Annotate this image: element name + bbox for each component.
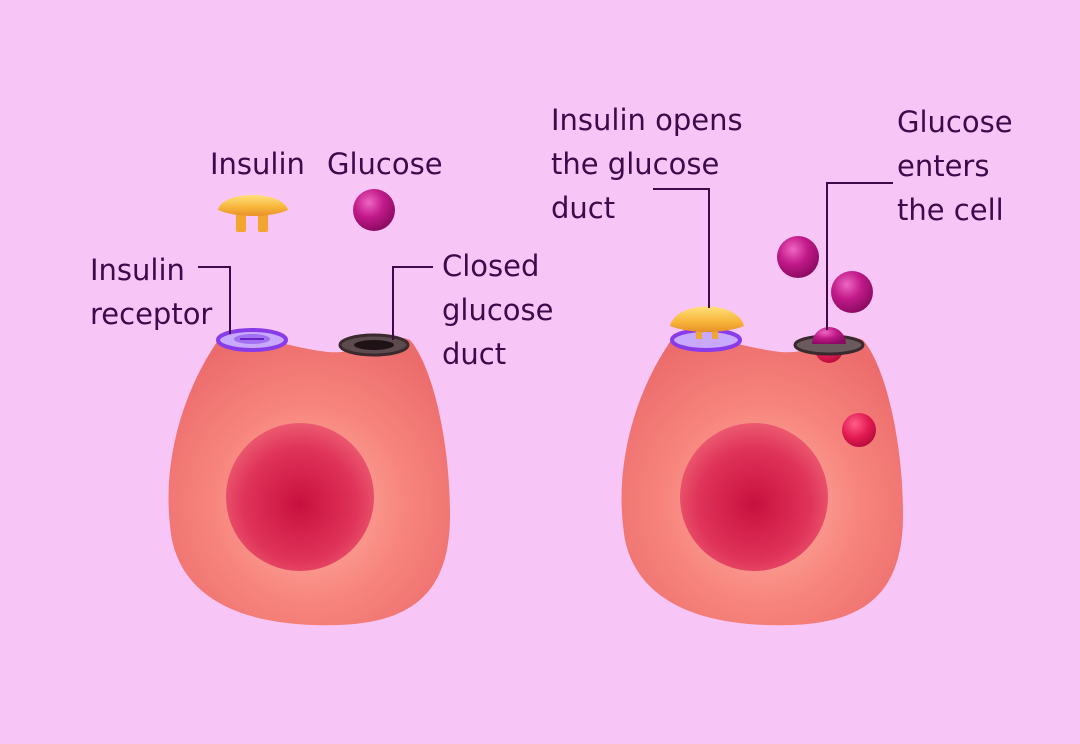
closed-glucose-duct	[338, 333, 410, 357]
insulin-receptor-leader	[198, 266, 231, 334]
glucose-legend-label: Glucose	[327, 147, 443, 181]
glucose-molecule	[777, 236, 819, 278]
left-insulin-receptor	[216, 328, 288, 352]
glucose-molecule	[831, 271, 873, 313]
right-nucleus	[680, 423, 828, 571]
insulin-legend-label: Insulin	[210, 147, 305, 181]
insulin-opens-leader	[653, 188, 710, 308]
left-nucleus	[226, 423, 374, 571]
bound-insulin	[670, 306, 744, 332]
glucose-in-cell	[842, 413, 876, 447]
open-glucose-duct	[793, 327, 865, 363]
insulin-icon	[218, 195, 288, 232]
glucose-icon	[353, 189, 395, 231]
closed-duct-leader	[392, 266, 433, 340]
glucose-enters-leader	[826, 182, 893, 330]
